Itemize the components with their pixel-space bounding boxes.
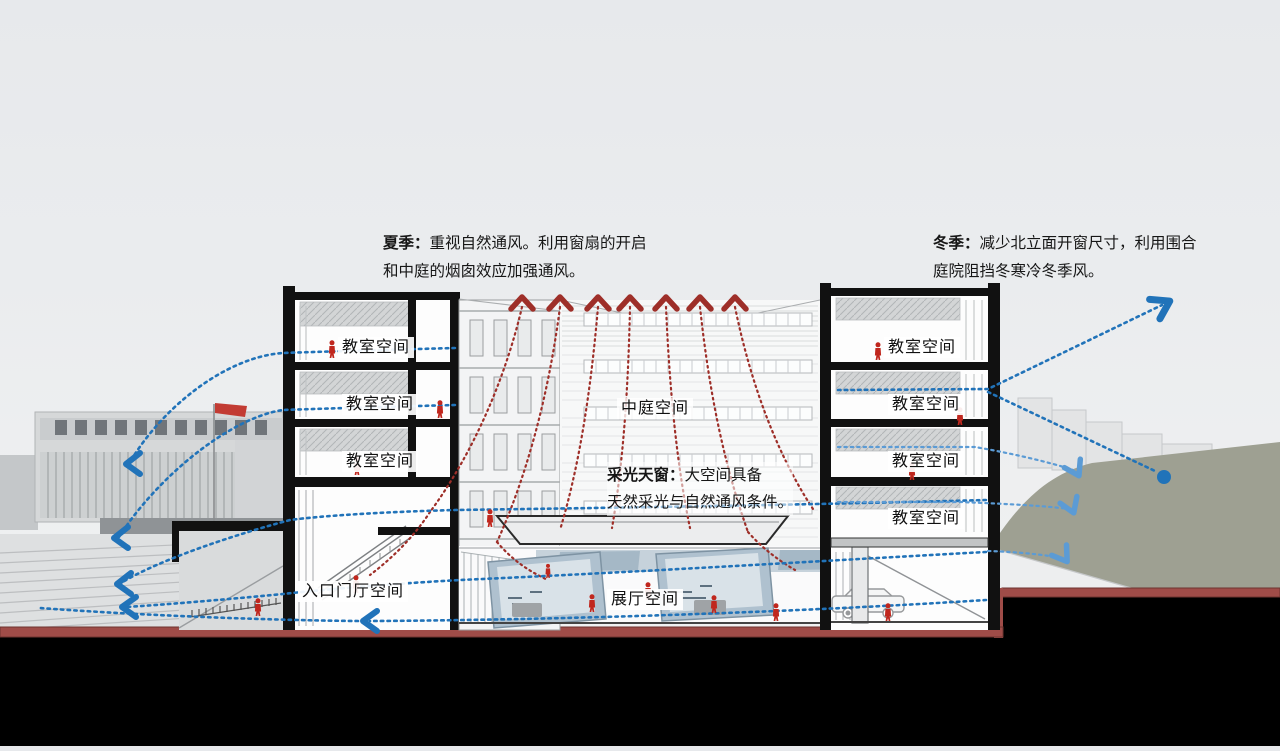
breeze-arrowheads-light	[1048, 456, 1084, 565]
background-right-hill	[985, 397, 1280, 591]
atrium-canopy	[494, 515, 791, 545]
building-section	[172, 283, 1000, 631]
flag	[213, 403, 247, 525]
breeze-endpoint-dot	[1157, 470, 1171, 484]
left-wing	[283, 286, 460, 630]
exhaust-chevrons	[508, 294, 749, 312]
breeze-arrowheads	[111, 295, 1174, 634]
entry-tunnel	[172, 521, 295, 630]
right-wing	[820, 283, 1000, 630]
hillside	[985, 442, 1280, 590]
atrium-elevation	[559, 299, 821, 546]
ground	[0, 587, 1280, 746]
